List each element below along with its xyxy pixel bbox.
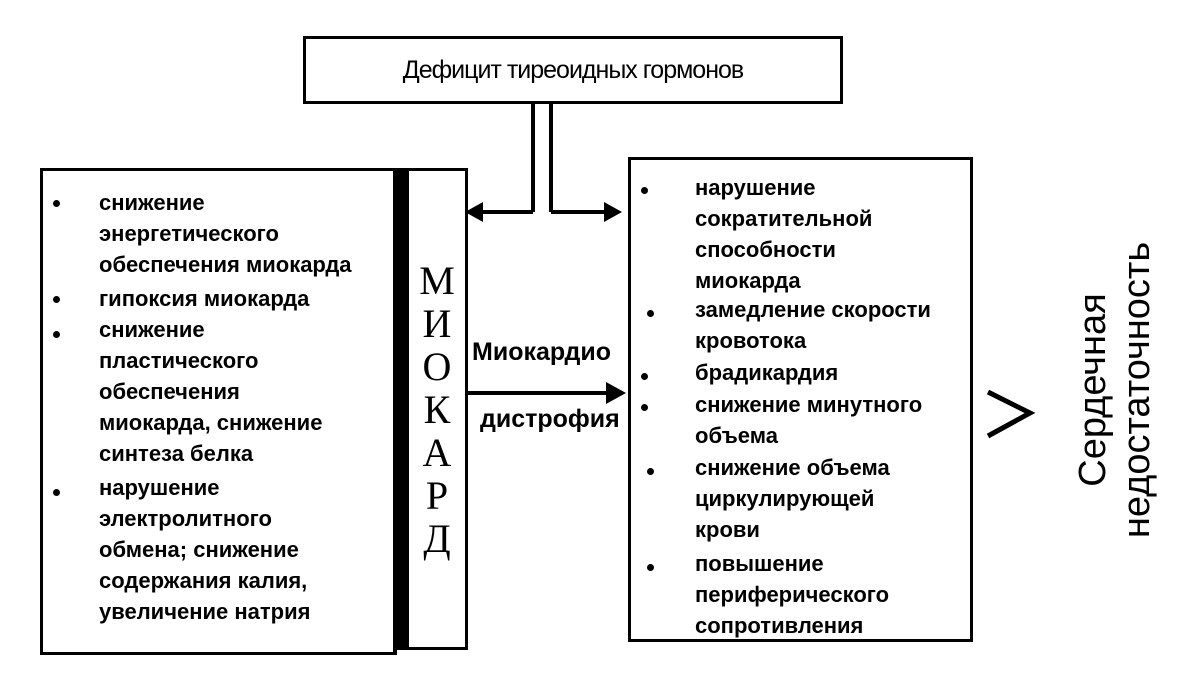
bullet xyxy=(53,296,60,303)
right-item-5: снижение объема циркулирующей крови xyxy=(695,455,890,542)
result-chevron xyxy=(986,389,1036,439)
bullet xyxy=(53,331,60,338)
myocard-letter: И xyxy=(422,300,452,346)
hormone-deficit-box: Дефицит тиреоидных гормонов xyxy=(303,36,843,104)
myocard-letter: Р xyxy=(425,472,449,518)
arrow-head-left xyxy=(465,202,483,222)
myocard-letter: К xyxy=(423,386,451,432)
bullet xyxy=(641,187,648,194)
heart-failure-label: Сердечная недостаточность xyxy=(1065,210,1165,570)
right-item-1: нарушение сократительной способности мио… xyxy=(695,175,873,293)
bullet xyxy=(641,373,648,380)
myocard-letter: М xyxy=(419,257,455,303)
right-item-6: повышение периферического сопротивления xyxy=(695,551,890,638)
bullet xyxy=(647,468,654,475)
left-item-1: снижение энергетического обеспечения мио… xyxy=(99,190,352,277)
bullet xyxy=(647,310,654,317)
myocard-letter: Д xyxy=(423,515,451,561)
left-causes-box: снижение энергетического обеспечения мио… xyxy=(40,168,397,655)
right-item-2: замедление скорости кровотока xyxy=(695,297,931,353)
myocard-letter: А xyxy=(422,429,452,475)
right-effects-box: нарушение сократительной способности мио… xyxy=(628,157,973,642)
bullet xyxy=(647,564,654,571)
left-item-2: гипоксия миокарда xyxy=(99,286,310,311)
arrow-head-right xyxy=(604,202,622,222)
left-item-4: нарушение электролитного обмена; снижени… xyxy=(99,475,311,624)
bullet xyxy=(641,404,648,411)
myocard-box: М И О К А Р Д xyxy=(393,168,468,650)
left-item-3: снижение пластического обеспечения миока… xyxy=(99,317,323,466)
right-item-3: брадикардия xyxy=(695,360,839,385)
hormone-deficit-title: Дефицит тиреоидных гормонов xyxy=(402,55,744,84)
heart-failure-text: Сердечная недостаточность xyxy=(1071,242,1159,538)
bullet xyxy=(53,489,60,496)
dystrophy-arrow-head xyxy=(606,382,626,404)
myocard-label: М И О К А Р Д xyxy=(419,259,455,560)
myocard-letter: О xyxy=(422,343,452,389)
bullet xyxy=(53,200,60,207)
heart-failure-line-1: Сердечная xyxy=(1072,293,1114,487)
dystrophy-label-bottom: дистрофия xyxy=(480,405,620,433)
dystrophy-label-top: Миокардио xyxy=(472,338,612,366)
right-item-4: снижение минутного объема xyxy=(695,392,923,448)
heart-failure-line-2: недостаточность xyxy=(1116,241,1158,539)
